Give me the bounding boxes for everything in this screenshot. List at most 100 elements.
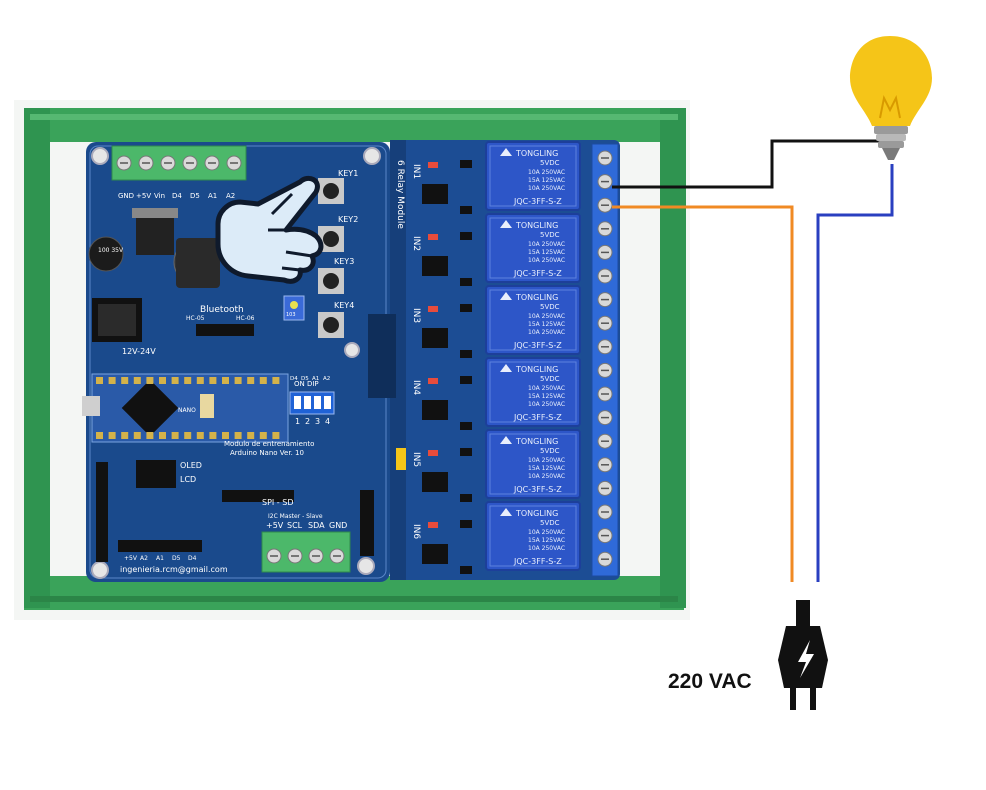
power-section (88, 208, 220, 342)
arduino-nano (82, 373, 289, 443)
voltage-label: 220 VAC (668, 670, 752, 693)
relay-rating: 10A 250VAC (528, 313, 565, 320)
relay-model: JQC-3FF-S-Z (513, 269, 562, 278)
relay-model: JQC-3FF-S-Z (513, 413, 562, 422)
dip-number-label: 2 (305, 417, 310, 426)
input-label: IN4 (411, 380, 421, 395)
power-plug-icon (778, 600, 828, 710)
relay-rating: 10A 250VAC (528, 241, 565, 248)
relay-rating: 10A 250VAC (528, 385, 565, 392)
key1-button[interactable] (318, 178, 344, 204)
relay-logo-icon (500, 220, 512, 228)
relay-coil: 5VDC (540, 303, 560, 311)
top-header-label: D4 (172, 192, 182, 200)
key4-button[interactable] (318, 312, 344, 338)
relay-coil: 5VDC (540, 231, 560, 239)
input-label: IN6 (411, 524, 421, 539)
blue-wire (816, 164, 894, 582)
dip-label: ON DIP (294, 380, 319, 388)
relay-coil: 5VDC (540, 159, 560, 167)
relay-rating: 10A 250VAC (528, 329, 565, 336)
key3-button[interactable] (318, 268, 344, 294)
dip-lever[interactable] (294, 396, 301, 409)
light-bulb-icon (850, 36, 932, 160)
relay-rating: 15A 125VAC (528, 393, 565, 400)
relay-module-label: 6 Relay Module (395, 160, 405, 229)
relay-brand: TONGLING (515, 149, 558, 158)
dip-switch[interactable] (289, 391, 335, 415)
dip-lever[interactable] (324, 396, 331, 409)
key3-label: KEY3 (334, 257, 354, 266)
relay-coil: 5VDC (540, 375, 560, 383)
orange-wire (612, 205, 794, 582)
dip-number-label: 4 (325, 417, 330, 426)
top-header-label: GND (118, 192, 134, 200)
relay-rating: 15A 125VAC (528, 321, 565, 328)
optocoupler (422, 328, 448, 348)
dip-pin-label: D5 (301, 376, 309, 382)
input-label: IN5 (411, 452, 421, 467)
dip-lever[interactable] (314, 396, 321, 409)
relay-rating: 10A 250VAC (528, 457, 565, 464)
relay-brand: TONGLING (515, 509, 558, 518)
relay-rating: 15A 125VAC (528, 537, 565, 544)
relay-rating: 10A 250VAC (528, 257, 565, 264)
relay-rating: 10A 250VAC (528, 545, 565, 552)
bluetooth-header (196, 324, 254, 336)
optocoupler (422, 184, 448, 204)
dip-number-label: 3 (315, 417, 320, 426)
dip-pin-label: A1 (312, 376, 319, 382)
i2c-pin-label: SDA (308, 521, 325, 530)
relay-brand: TONGLING (515, 293, 558, 302)
title-line-1: Modulo de entrenamiento (224, 440, 314, 448)
dip-pin-label: D4 (290, 376, 298, 382)
relay-brand: TONGLING (515, 365, 558, 374)
relay-brand: TONGLING (515, 221, 558, 230)
relay-rating: 10A 250VAC (528, 401, 565, 408)
black-wire (612, 139, 892, 189)
relay-rating: 10A 250VAC (528, 529, 565, 536)
relay-rating: 15A 125VAC (528, 177, 565, 184)
dip-pin-label: A2 (323, 376, 330, 382)
relay-brand: TONGLING (515, 437, 558, 446)
input-label: IN3 (411, 308, 421, 323)
relay-rating: 10A 250VAC (528, 473, 565, 480)
hand-pointer-icon (215, 175, 324, 284)
optocouplers (422, 160, 472, 574)
relay-coil: 5VDC (540, 519, 560, 527)
top-header-label: Vin (154, 192, 165, 200)
i2c-terminal-block (261, 531, 351, 573)
spi-label: SPI - SD (262, 498, 293, 507)
key1-label: KEY1 (338, 169, 358, 178)
top-terminal-block (111, 145, 247, 181)
bottom-header-label: D5 (172, 555, 181, 562)
board-labels: KEY1 KEY2 KEY3 KEY4 Bluetooth HC-05 HC-0… (98, 160, 421, 574)
relay-coil: 5VDC (540, 447, 560, 455)
dip-lever[interactable] (304, 396, 311, 409)
potentiometer-label: 103 (286, 312, 296, 318)
bottom-header-label: A2 (140, 555, 148, 562)
key2-label: KEY2 (338, 215, 358, 224)
top-header-label: +5V (136, 192, 151, 200)
bt-pin-hc05: HC-05 (186, 315, 205, 322)
bottom-header-label: A1 (156, 555, 164, 562)
relay-logo-icon (500, 292, 512, 300)
i2c-pin-label: SCL (287, 521, 303, 530)
dip-number-label: 1 (295, 417, 300, 426)
relay-rating: 15A 125VAC (528, 249, 565, 256)
relay-model: JQC-3FF-S-Z (513, 485, 562, 494)
relay-rating: 10A 250VAC (528, 185, 565, 192)
optocoupler (422, 544, 448, 564)
top-header-label: A1 (208, 192, 217, 200)
relay-terminal-strip (591, 143, 619, 577)
i2c-pin-label: GND (329, 521, 347, 530)
power-input-label: 12V-24V (122, 347, 156, 356)
oled-label: OLED (180, 461, 202, 470)
side-header-strip (360, 314, 406, 556)
lcd-label: LCD (180, 475, 196, 484)
potentiometer[interactable] (283, 295, 305, 321)
